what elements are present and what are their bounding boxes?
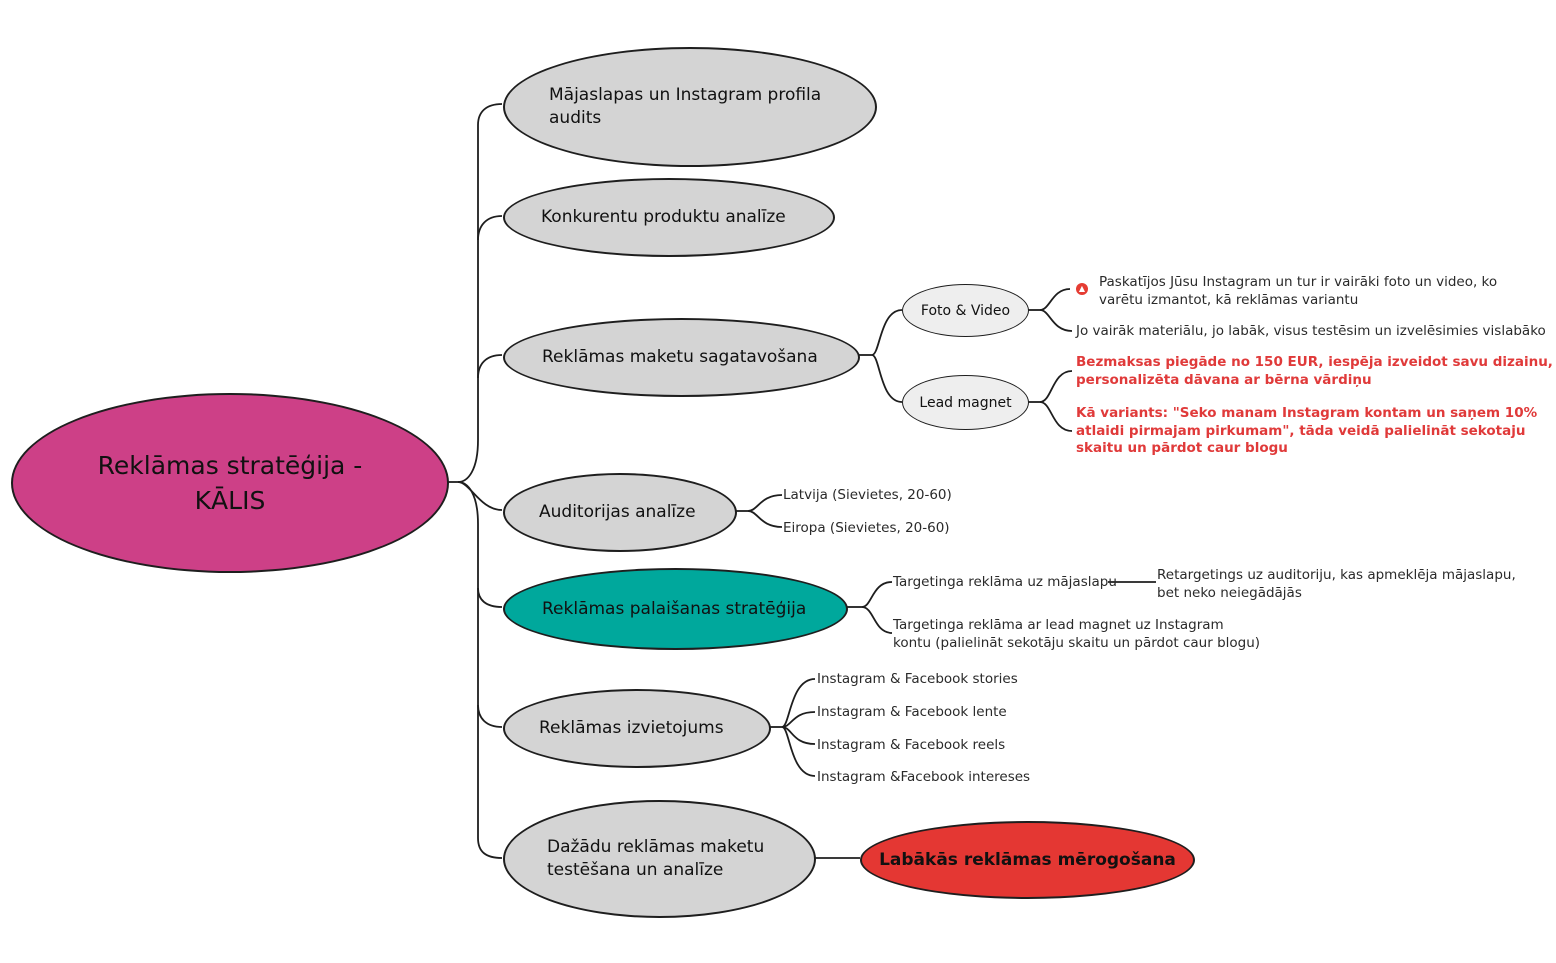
branch-scale-label: Labākās reklāmas mērogošana <box>879 849 1176 870</box>
link-root-audience <box>457 481 503 511</box>
link-placement-4 <box>781 726 816 777</box>
link-root-competitors <box>477 215 503 241</box>
branch-placement[interactable]: Reklāmas izvietojums <box>503 689 771 768</box>
lead-note-1: Bezmaksas piegāde no 150 EUR, iespēja iz… <box>1076 354 1553 388</box>
root-node[interactable]: Reklāmas stratēģija - KĀLIS <box>11 393 449 573</box>
link-audience-2 <box>747 510 783 528</box>
sub-foto-video-label: Foto & Video <box>920 302 1011 319</box>
link-launch-2 <box>861 606 893 634</box>
sub-lead-magnet-label: Lead magnet <box>919 394 1012 411</box>
placement-item-1: Instagram & Facebook stories <box>817 671 1018 687</box>
thumbs-up-icon: ▲ <box>1076 283 1088 295</box>
placement-item-2: Instagram & Facebook lente <box>817 704 1007 720</box>
branch-competitors-label: Konkurentu produktu analīze <box>541 207 786 227</box>
link-lead-note1 <box>1039 370 1073 403</box>
sub-foto-video[interactable]: Foto & Video <box>902 284 1029 337</box>
branch-audience-label: Auditorijas analīze <box>539 502 696 522</box>
link-audience-1 <box>747 494 783 512</box>
lead-note-2: Kā variants: "Seko manam Instagram konta… <box>1076 405 1538 456</box>
sub-lead-magnet[interactable]: Lead magnet <box>902 375 1029 430</box>
branch-scale[interactable]: Labākās reklāmas mērogošana <box>860 821 1195 899</box>
link-root-testing <box>477 705 503 859</box>
placement-item-4: Instagram &Facebook intereses <box>817 769 1031 785</box>
branch-launch-label: Reklāmas palaišanas stratēģija <box>542 598 807 619</box>
branch-layouts[interactable]: Reklāmas maketu sagatavošana <box>503 318 860 397</box>
launch-item-1-detail: Retargetings uz auditoriju, kas apmeklēj… <box>1157 567 1516 601</box>
link-launch-1 <box>861 581 893 608</box>
branch-competitors[interactable]: Konkurentu produktu analīze <box>503 178 835 257</box>
link-foto-note1 <box>1039 288 1071 311</box>
foto-note-1: Paskatījos Jūsu Instagram un tur ir vair… <box>1099 274 1498 308</box>
link-foto-note2 <box>1039 309 1073 332</box>
link-root-launch <box>457 481 503 608</box>
launch-item-2: Targetinga reklāma ar lead magnet uz Ins… <box>893 617 1261 651</box>
link-layouts-foto <box>871 309 903 356</box>
link-placement-1 <box>781 678 816 728</box>
branch-layouts-label: Reklāmas maketu sagatavošana <box>542 347 818 367</box>
audience-item-1: Latvija (Sievietes, 20-60) <box>783 487 952 503</box>
audience-item-2: Eiropa (Sievietes, 20-60) <box>783 520 950 536</box>
branch-audit[interactable]: Mājaslapas un Instagram profila audits <box>503 47 877 167</box>
link-lead-note2 <box>1039 401 1073 432</box>
branch-audience[interactable]: Auditorijas analīze <box>503 473 737 552</box>
branch-testing[interactable]: Dažādu reklāmas maketu testēšana un anal… <box>503 800 816 918</box>
link-root-audit <box>457 103 503 483</box>
link-layouts-lead <box>871 354 903 403</box>
link-root-placement <box>477 588 503 728</box>
foto-note-2: Jo vairāk materiālu, jo labāk, visus tes… <box>1076 323 1546 339</box>
branch-testing-label: Dažādu reklāmas maketu testēšana un anal… <box>547 837 765 880</box>
branch-launch[interactable]: Reklāmas palaišanas stratēģija <box>503 568 848 650</box>
link-root-layouts <box>477 354 503 379</box>
branch-placement-label: Reklāmas izvietojums <box>539 718 724 738</box>
placement-item-3: Instagram & Facebook reels <box>817 737 1006 753</box>
root-label: Reklāmas stratēģija - KĀLIS <box>97 451 363 515</box>
branch-audit-label: Mājaslapas un Instagram profila audits <box>549 85 822 128</box>
launch-item-1: Targetinga reklāma uz mājaslapu <box>893 574 1117 590</box>
